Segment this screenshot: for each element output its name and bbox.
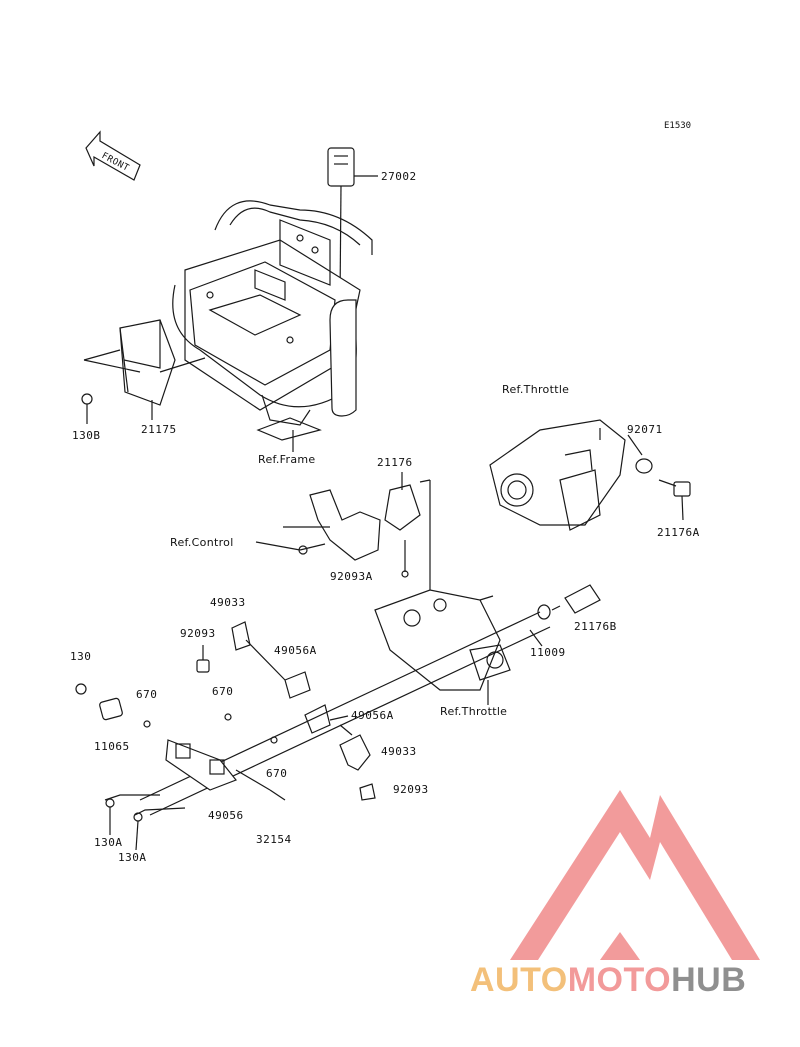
part-label: 130 [70, 650, 92, 663]
part-label: 11065 [94, 740, 130, 753]
part-label: 11009 [530, 646, 566, 659]
part-label: 21175 [141, 423, 177, 436]
part-label: 49056A [351, 709, 394, 722]
part-label: 92093A [330, 570, 373, 583]
watermark-part1: AUTO [470, 961, 568, 999]
part-label: 49056A [274, 644, 317, 657]
part-label: 49033 [210, 596, 246, 609]
watermark-part3: HUB [671, 961, 747, 999]
part-label: 92093 [393, 783, 429, 796]
part-label: 27002 [381, 170, 417, 183]
part-label: 21176B [574, 620, 617, 633]
part-label: 670 [266, 767, 288, 780]
front-arrow-icon [85, 130, 141, 181]
watermark-logo-icon [510, 790, 760, 960]
part-label: 670 [136, 688, 158, 701]
watermark-text: AUTOMOTOHUB [470, 963, 746, 997]
part-label: 32154 [256, 833, 292, 846]
part-label: 130A [118, 851, 147, 864]
part-label: 21176 [377, 456, 413, 469]
part-label: 49033 [381, 745, 417, 758]
ecu-21175 [81, 319, 206, 424]
bracket-sensor-21176 [255, 472, 431, 600]
watermark-part2: MOTO [567, 961, 672, 999]
frame-assembly [172, 200, 373, 452]
fuel-rail-assembly [75, 611, 551, 851]
part-label: 670 [212, 685, 234, 698]
ref-frame: Ref.Frame [258, 453, 316, 466]
part-label: 92071 [627, 423, 663, 436]
diagram-code: E1530 [664, 121, 692, 131]
throttle-body [489, 419, 691, 531]
part-label: 92093 [180, 627, 216, 640]
part-label: 130A [94, 836, 123, 849]
ref-throttle-bottom: Ref.Throttle [440, 705, 508, 718]
ref-control: Ref.Control [170, 536, 234, 549]
throttle-body-lower [374, 584, 601, 705]
part-label: 49056 [208, 809, 244, 822]
ref-throttle-top: Ref.Throttle [502, 383, 570, 396]
part-label: 21176A [657, 526, 700, 539]
part-label: 130B [72, 429, 101, 442]
